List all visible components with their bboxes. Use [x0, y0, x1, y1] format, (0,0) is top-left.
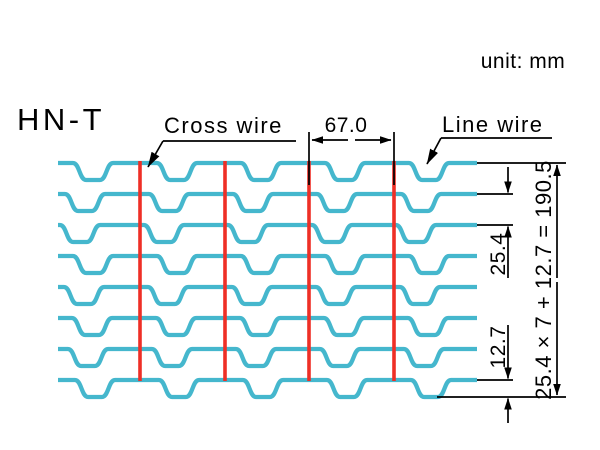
line-wire [58, 253, 477, 276]
line-wire [58, 284, 477, 307]
line-wire [58, 346, 477, 369]
cross-wires-group [138, 161, 396, 381]
page-title: HN-T [17, 102, 105, 137]
line-wires-group [58, 160, 477, 400]
line-wire [58, 315, 477, 338]
line-wire [58, 377, 477, 400]
dimension-lines-group [147, 132, 566, 423]
unit-note: unit: mm [481, 50, 566, 73]
dim-total-height: 25.4 × 7 + 12.7 = 190.5 [531, 160, 556, 400]
line-wire [58, 222, 477, 245]
line-wire [58, 160, 477, 183]
dimension-arrow [147, 140, 164, 168]
line-wire-label: Line wire [442, 112, 544, 137]
dim-edge-offset: 12.7 [487, 326, 510, 369]
dim-cross-wire-pitch: 67.0 [325, 114, 368, 137]
dim-line-wire-pitch: 25.4 [487, 233, 510, 276]
line-wire [58, 191, 477, 214]
cross-wire-label: Cross wire [164, 113, 283, 138]
dimension-arrow [426, 137, 442, 165]
